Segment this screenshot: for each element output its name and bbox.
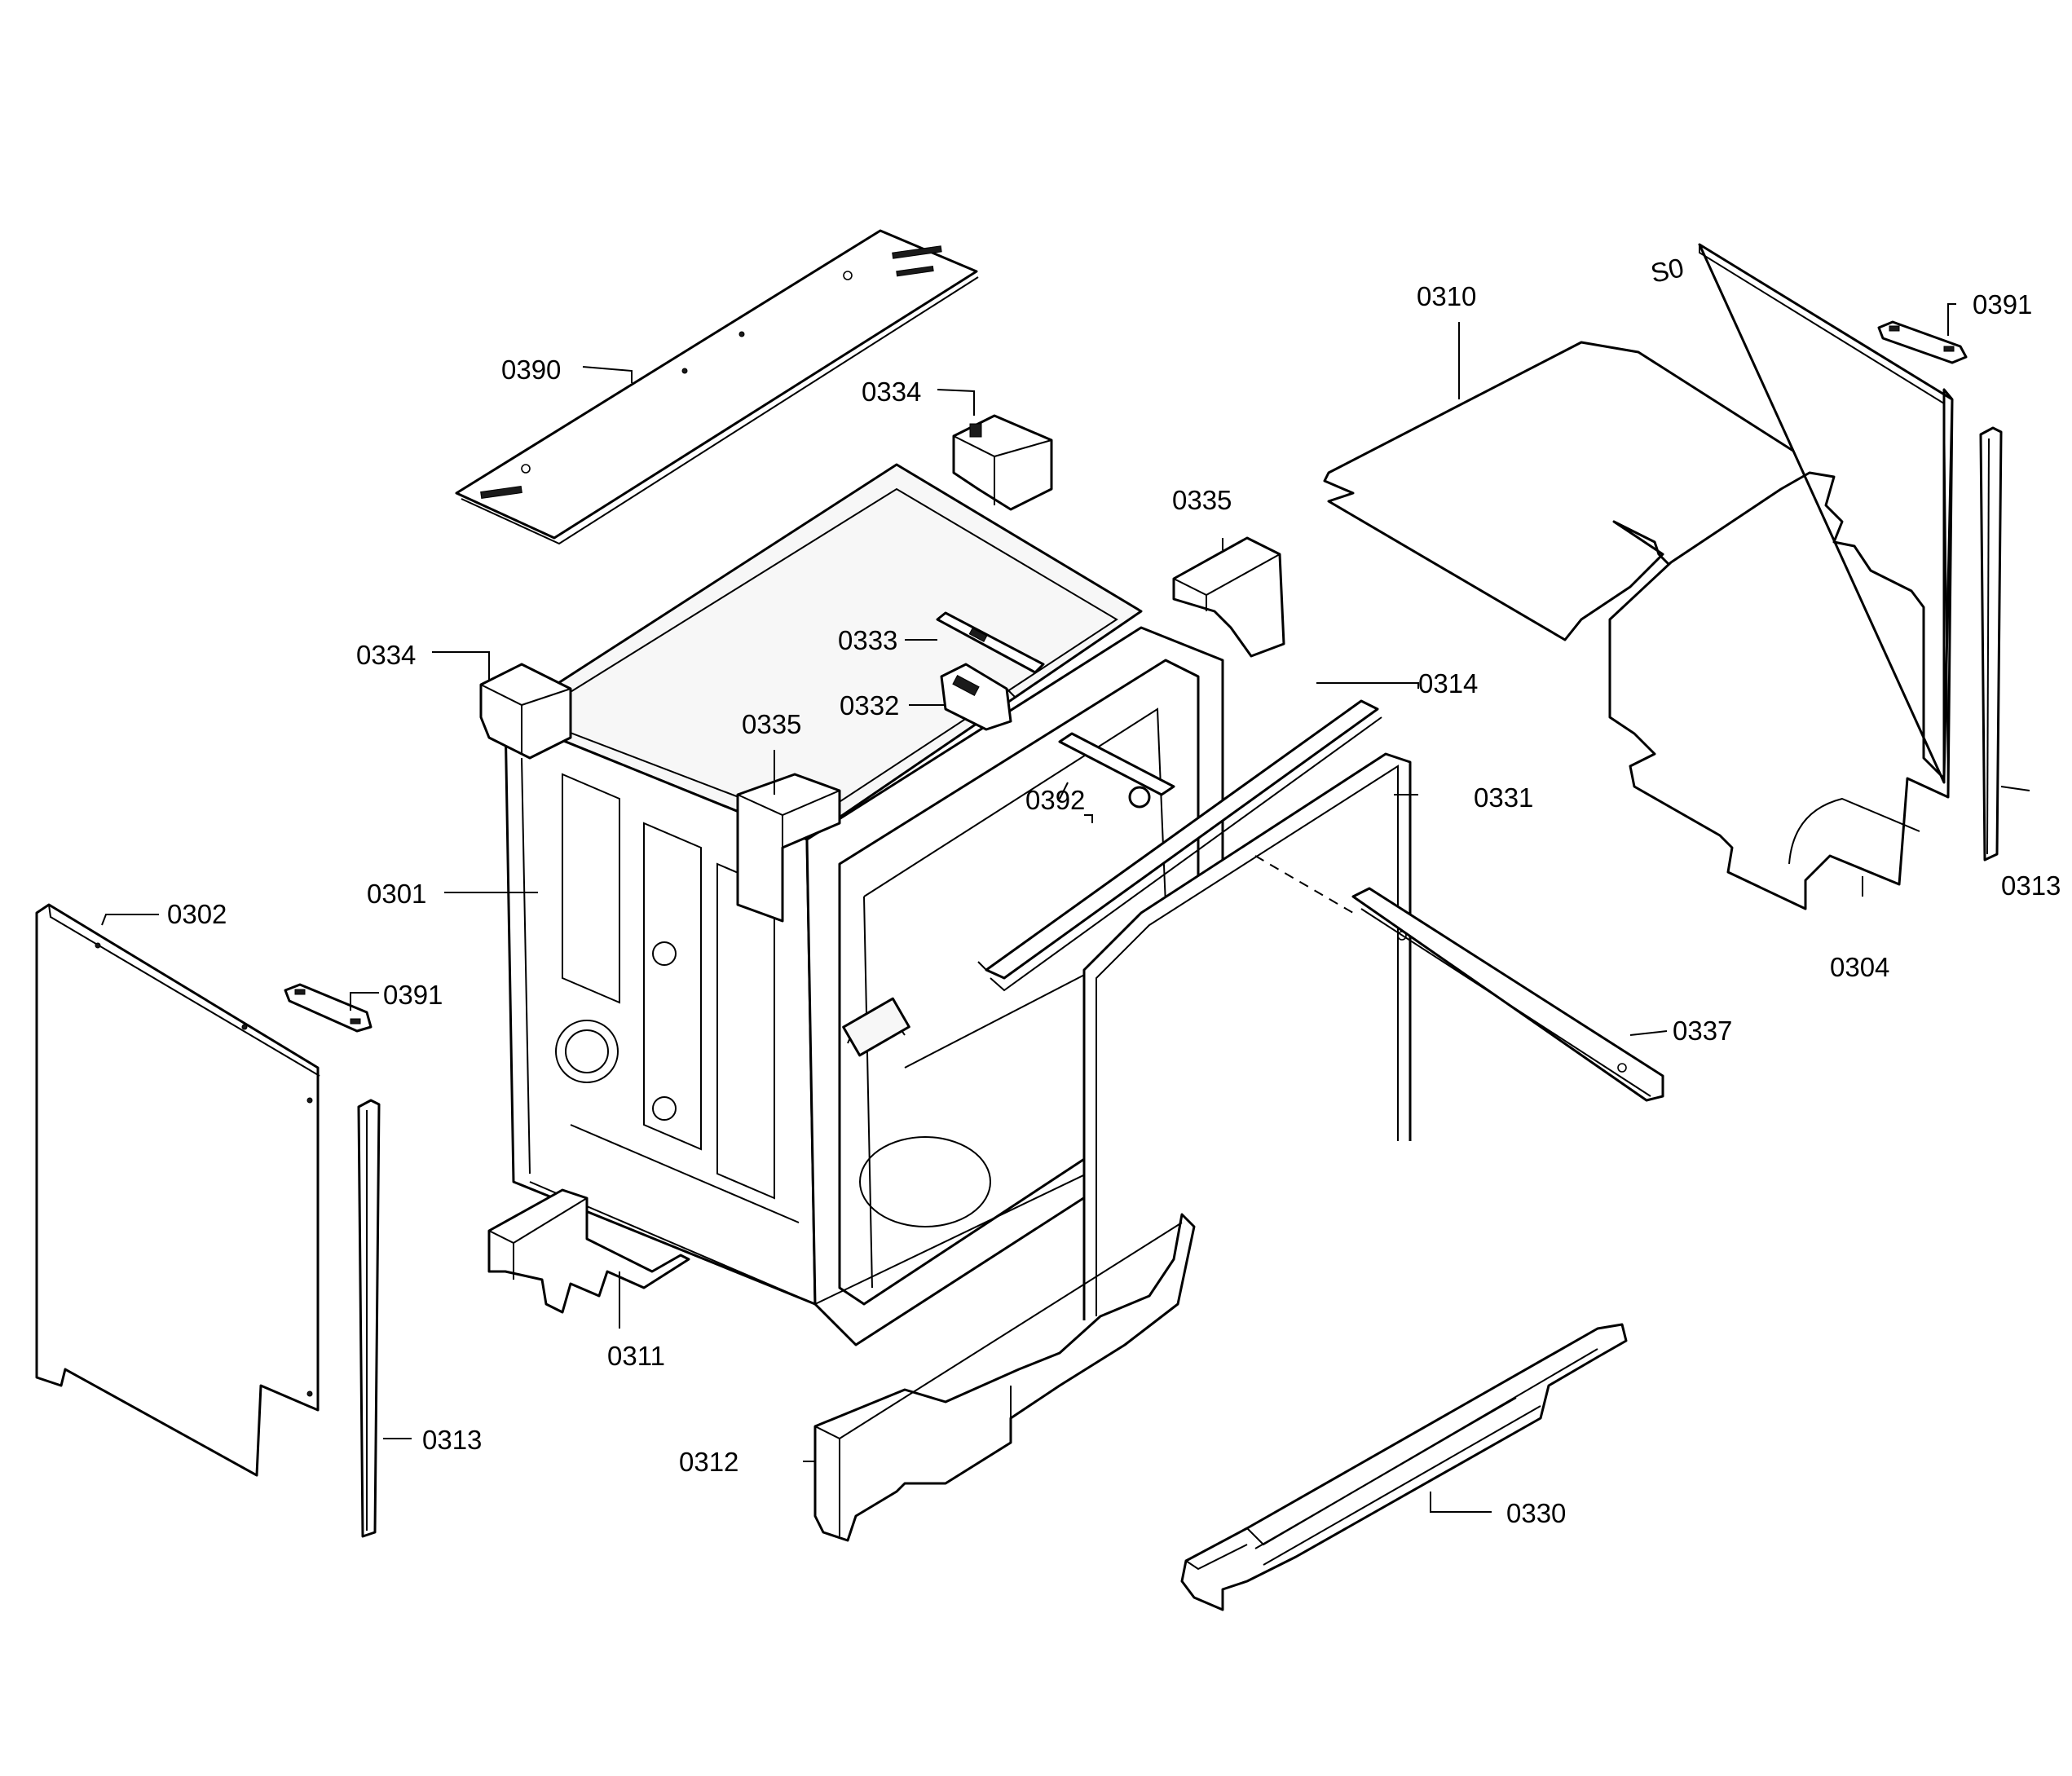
part-0333-latch-rod [936, 611, 1045, 674]
callout-0334-top: 0334 [862, 377, 921, 407]
part-0330-toe-kick [1180, 1323, 1628, 1611]
callout-0331: 0331 [1474, 782, 1533, 813]
callout-0391-right: 0391 [1973, 289, 2032, 320]
callout-0301: 0301 [367, 879, 426, 909]
callout-0304: 0304 [1830, 952, 1889, 982]
callout-0330: 0330 [1506, 1498, 1566, 1528]
svg-text:S0: S0 [1648, 252, 1686, 289]
part-0312-front-block [813, 1213, 1196, 1542]
callout-0314: 0314 [1418, 668, 1478, 699]
part-0301-tub [504, 463, 1224, 1346]
part-0313-right-trim [1979, 426, 2003, 862]
part-0392-hinge-bar [1058, 732, 1175, 809]
part-0334-left-brackets [479, 663, 572, 760]
part-0302-left-panel [35, 903, 320, 1477]
callout-0310: 0310 [1417, 281, 1476, 311]
leader-lines [101, 303, 2030, 1513]
part-0390-top-plate [455, 229, 979, 545]
part-0313-left-trim [357, 1099, 381, 1538]
callout-0333: 0333 [838, 625, 897, 655]
callout-0390: 0390 [501, 355, 561, 385]
callout-0335-right: 0335 [1172, 485, 1232, 515]
callout-0334-left: 0334 [356, 640, 416, 670]
part-0304-right-panel: S0 [1608, 243, 1954, 910]
part-0332-latch [940, 663, 1016, 731]
callout-0313-right: 0313 [2001, 870, 2061, 901]
callout-0311: 0311 [607, 1341, 665, 1371]
mount-dashed-line [1254, 855, 1354, 914]
callout-0302: 0302 [167, 899, 227, 929]
part-0335-right-block [1172, 536, 1285, 658]
part-0331-gasket [1082, 752, 1412, 1320]
part-0391-right-bracket [1877, 320, 1968, 364]
callout-0332: 0332 [840, 690, 899, 721]
part-0314-rail [977, 699, 1382, 992]
part-0334-top-brackets [952, 414, 1053, 511]
callout-labels: 0390 0334 0334 0335 0335 0333 0332 0392 … [167, 281, 2061, 1528]
callout-0392: 0392 [1025, 785, 1085, 815]
callout-0335-left: 0335 [742, 709, 801, 739]
callout-0312: 0312 [679, 1447, 738, 1477]
callout-0313-left: 0313 [422, 1425, 482, 1455]
part-0337-rail [1351, 887, 1664, 1102]
callout-0337: 0337 [1673, 1016, 1732, 1046]
part-0311-base-block [487, 1188, 690, 1314]
part-0335-left-block [736, 773, 841, 923]
callout-0391-left: 0391 [383, 980, 443, 1010]
part-0391-left-bracket [284, 983, 373, 1033]
